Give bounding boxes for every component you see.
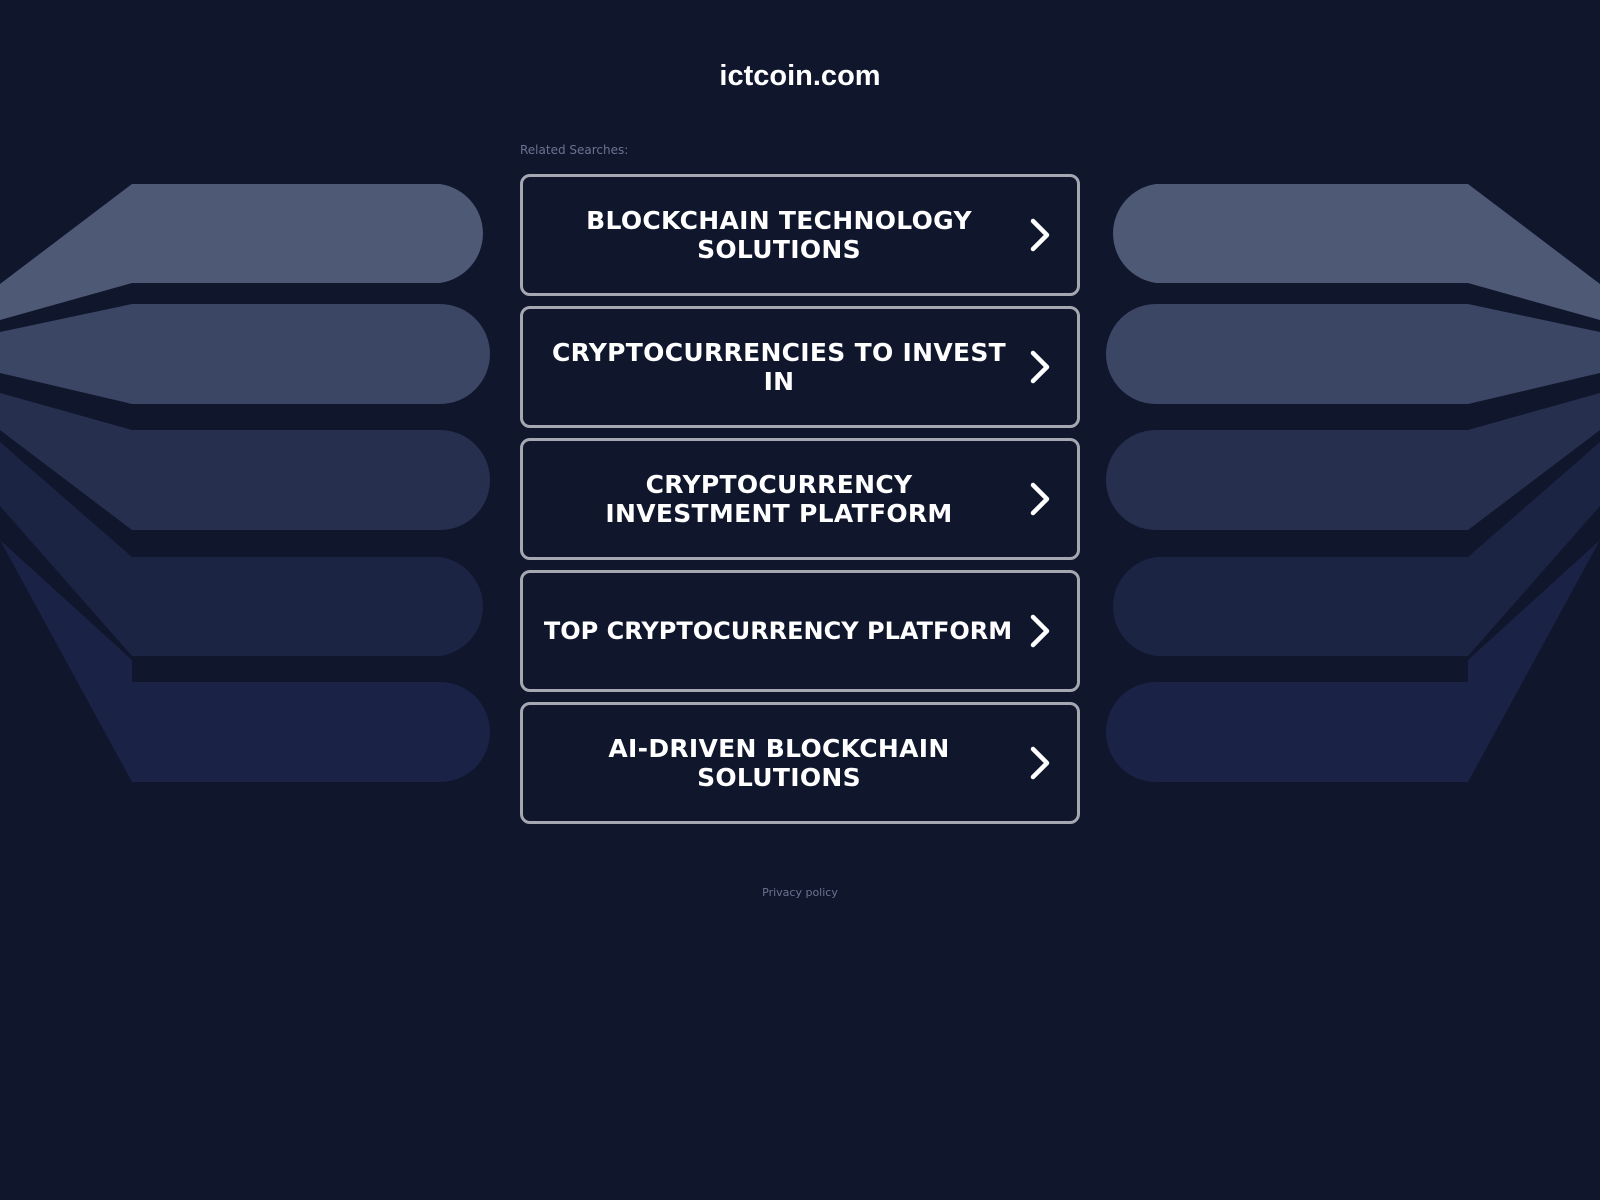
right-bands — [1106, 184, 1600, 782]
related-link-label: BLOCKCHAIN TECHNOLOGY SOLUTIONS — [586, 206, 972, 264]
chevron-right-icon — [1030, 614, 1050, 648]
left-band-2 — [0, 304, 490, 404]
related-link-blockchain-technology-solutions[interactable]: BLOCKCHAIN TECHNOLOGY SOLUTIONS — [520, 174, 1080, 296]
right-band-4 — [1113, 442, 1600, 656]
right-band-3 — [1106, 393, 1600, 530]
related-link-ai-driven-blockchain-solutions[interactable]: AI-DRIVEN BLOCKCHAIN SOLUTIONS — [520, 702, 1080, 824]
related-link-label: TOP CRYPTOCURRENCY PLATFORM — [543, 616, 1013, 645]
related-link-top-cryptocurrency-platform[interactable]: TOP CRYPTOCURRENCY PLATFORM — [520, 570, 1080, 692]
chevron-right-icon — [1030, 482, 1050, 516]
domain-title: ictcoin.com — [719, 60, 881, 92]
related-link-cryptocurrency-investment-platform[interactable]: CRYPTOCURRENCY INVESTMENT PLATFORM — [520, 438, 1080, 560]
right-band-2 — [1106, 304, 1600, 404]
right-band-1 — [1113, 184, 1600, 320]
related-link-label: CRYPTOCURRENCIES TO INVEST IN — [551, 338, 1007, 396]
chevron-right-icon — [1030, 350, 1050, 384]
left-band-1 — [0, 184, 483, 320]
related-searches-label: Related Searches: — [520, 143, 629, 157]
related-links-list: BLOCKCHAIN TECHNOLOGY SOLUTIONS CRYPTOCU… — [520, 174, 1080, 834]
chevron-right-icon — [1030, 218, 1050, 252]
related-link-cryptocurrencies-to-invest-in[interactable]: CRYPTOCURRENCIES TO INVEST IN — [520, 306, 1080, 428]
left-band-3 — [0, 393, 490, 530]
right-band-5 — [1106, 540, 1600, 782]
left-band-5 — [0, 540, 490, 782]
chevron-right-icon — [1030, 746, 1050, 780]
related-link-label: AI-DRIVEN BLOCKCHAIN SOLUTIONS — [608, 734, 950, 792]
left-bands — [0, 184, 490, 782]
left-band-4 — [0, 442, 483, 656]
related-link-label: CRYPTOCURRENCY INVESTMENT PLATFORM — [605, 470, 953, 528]
privacy-policy-link[interactable]: Privacy policy — [762, 886, 838, 899]
